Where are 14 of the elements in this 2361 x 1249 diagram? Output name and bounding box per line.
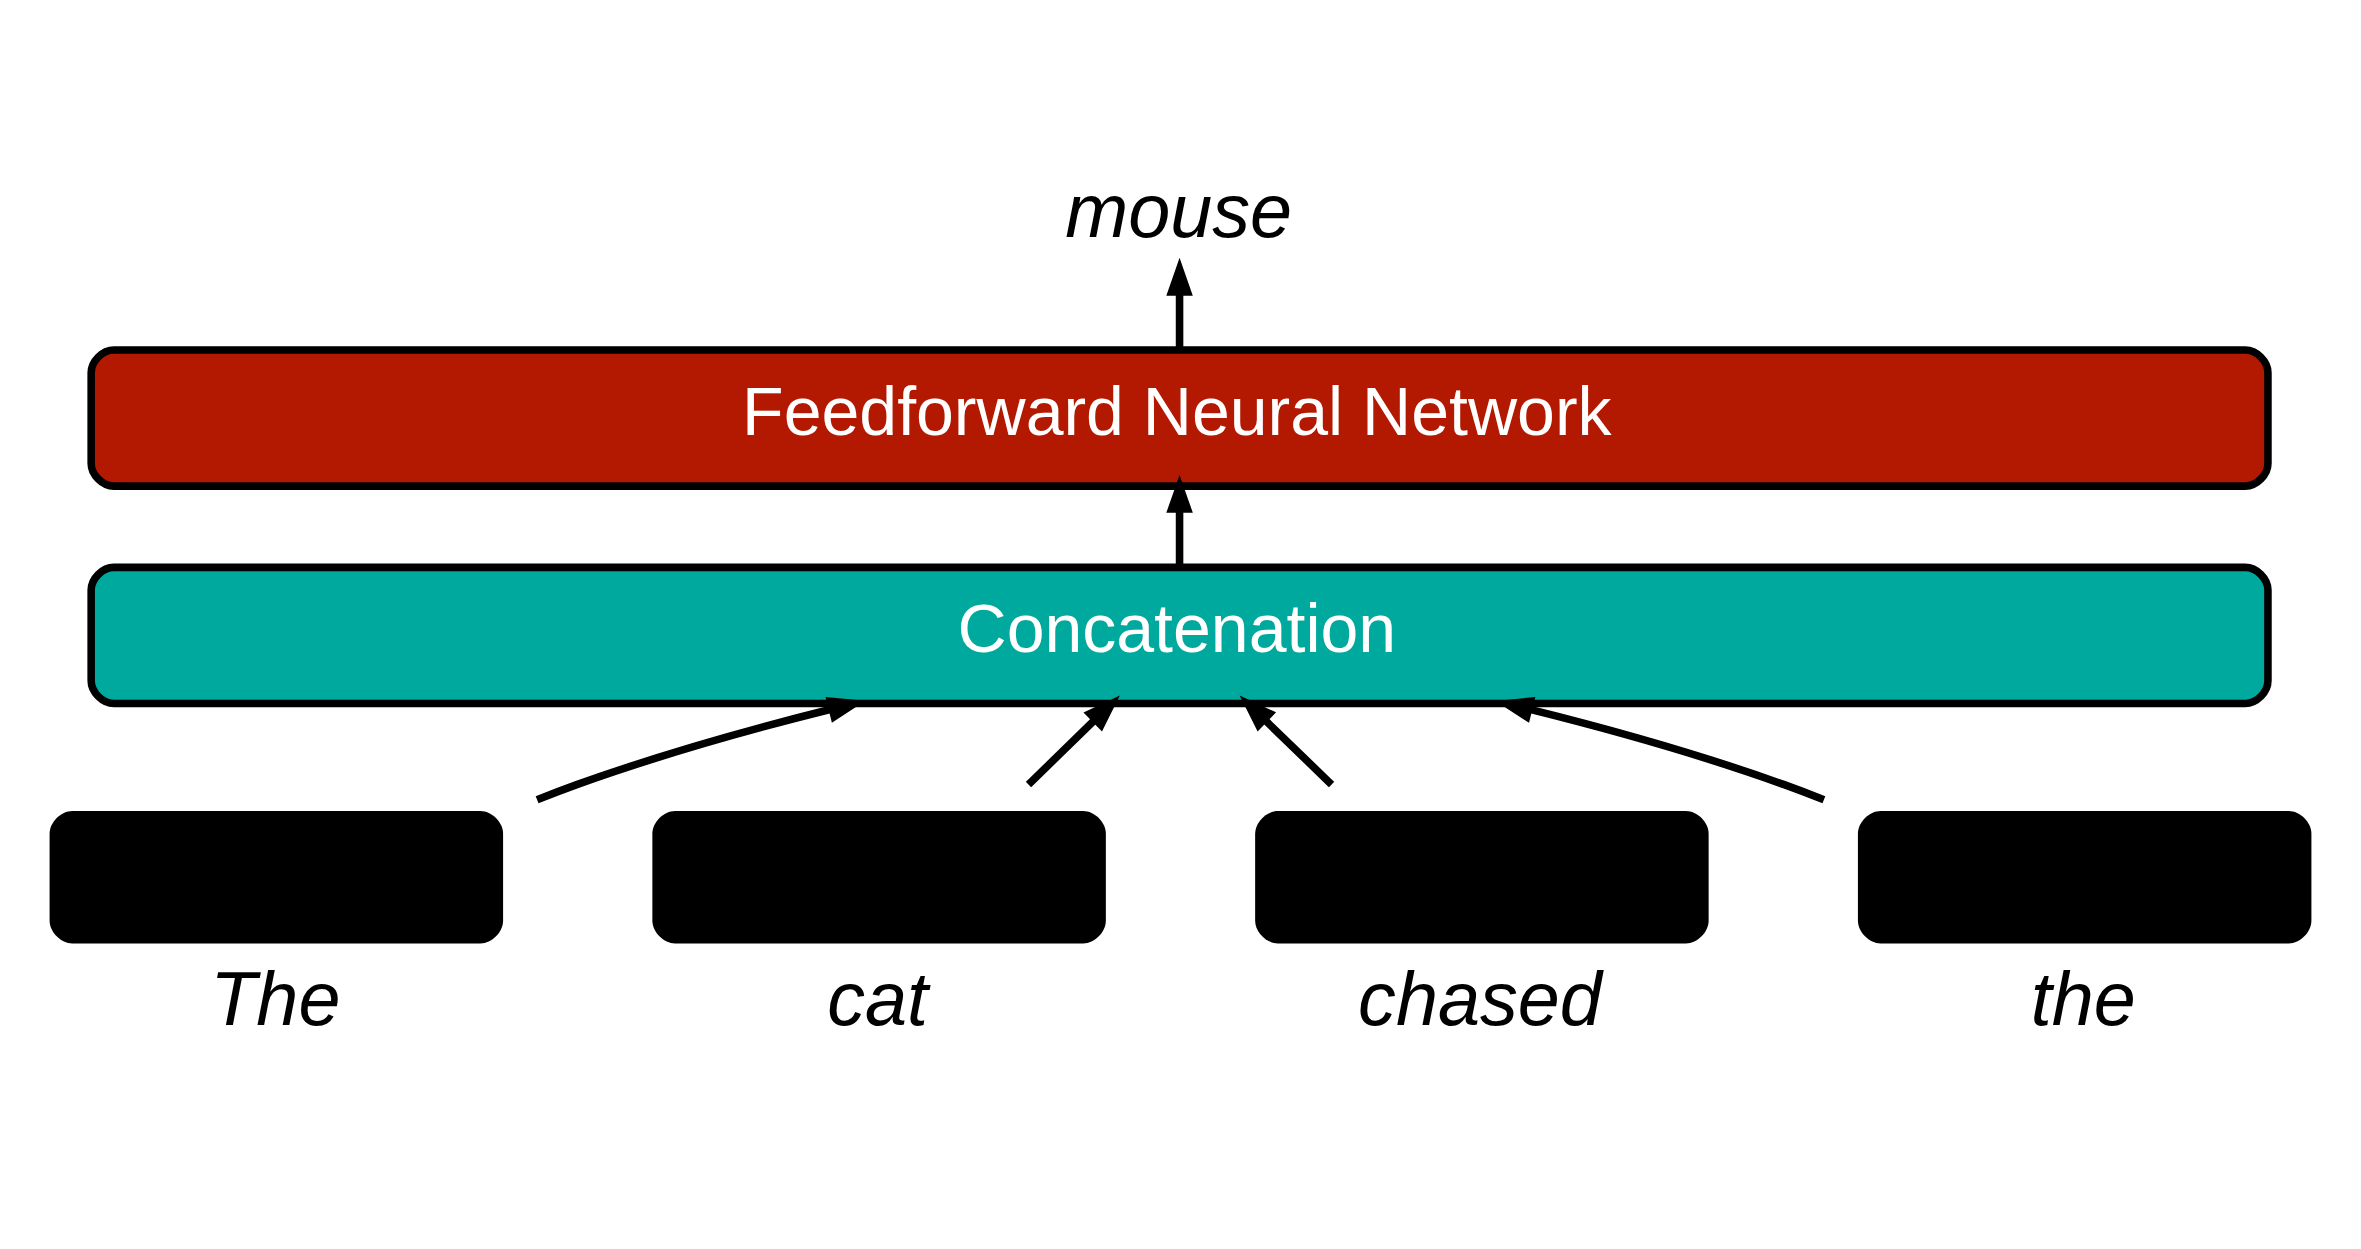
- node-bar: [652, 810, 1106, 943]
- arrow: [1166, 257, 1193, 350]
- node-label: chased: [1358, 956, 1602, 1041]
- node-label: The: [210, 956, 341, 1041]
- node-bar: [49, 810, 504, 943]
- node-bar: [1255, 810, 1709, 943]
- node-text: mouse: [1065, 168, 1293, 253]
- node-box: Feedforward Neural Network: [87, 345, 2272, 490]
- node-box: Concatenation: [87, 563, 2272, 707]
- arrow: [1166, 474, 1193, 567]
- arrow: [1239, 694, 1335, 787]
- node-bar: [1857, 810, 2312, 943]
- arrow: [1025, 694, 1120, 787]
- node-label: the: [2030, 956, 2136, 1041]
